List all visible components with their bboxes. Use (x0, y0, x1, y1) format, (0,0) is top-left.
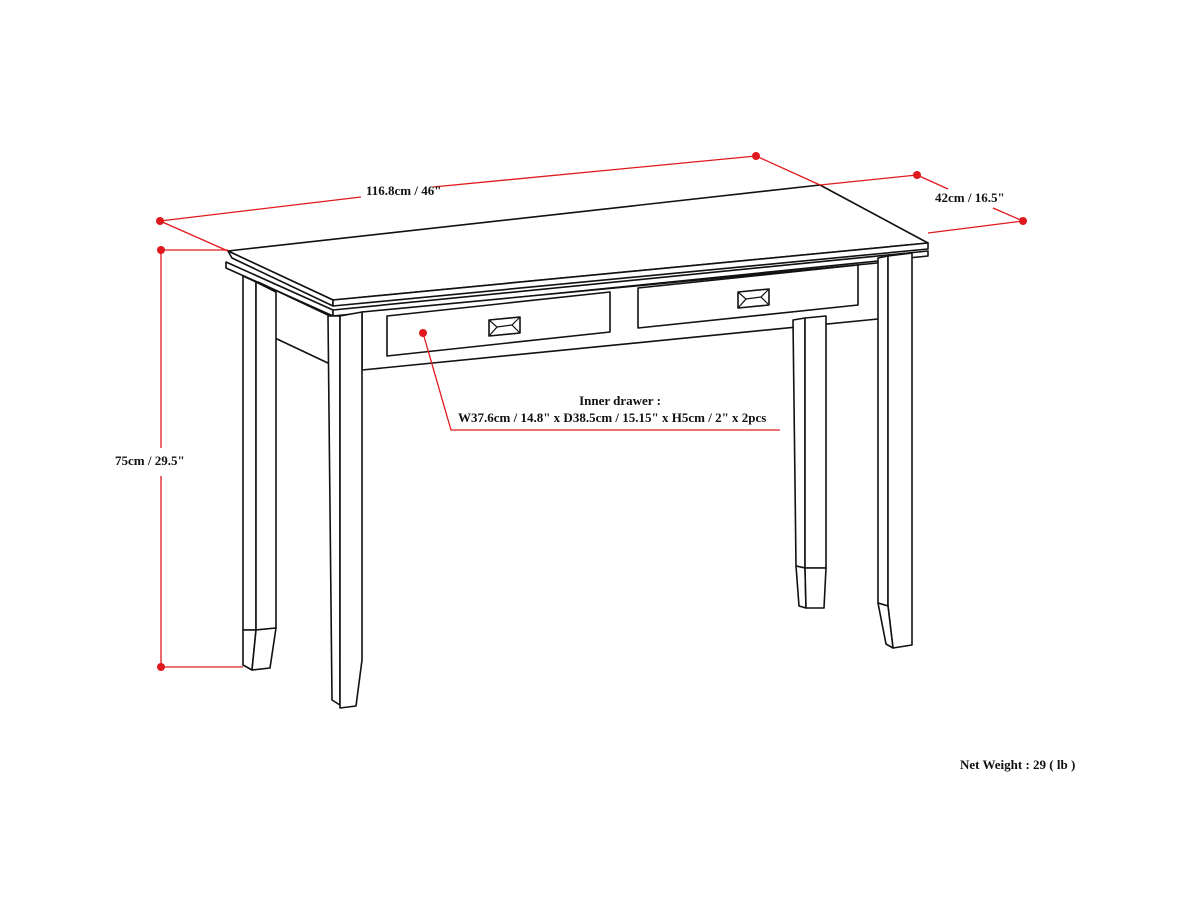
depth-label: 42cm / 16.5" (935, 190, 1005, 205)
width-label: 116.8cm / 46" (366, 183, 442, 198)
leg-front-right (877, 252, 913, 649)
height-dimension (157, 246, 243, 671)
drawer-right (637, 264, 859, 329)
table-top (225, 184, 929, 317)
height-label: 75cm / 29.5" (115, 453, 185, 468)
drawer-callout (419, 329, 780, 431)
inner-drawer-title: Inner drawer : (579, 393, 661, 408)
leg-front-left (327, 311, 363, 709)
leg-back-left (242, 275, 277, 671)
width-dimension (156, 152, 821, 252)
leg-back-right (792, 315, 827, 609)
depth-dimension (819, 171, 1027, 234)
inner-drawer-spec: W37.6cm / 14.8" x D38.5cm / 15.15" x H5c… (458, 410, 767, 425)
drawer-left (386, 291, 611, 357)
net-weight-label: Net Weight : 29 ( lb ) (960, 757, 1076, 772)
